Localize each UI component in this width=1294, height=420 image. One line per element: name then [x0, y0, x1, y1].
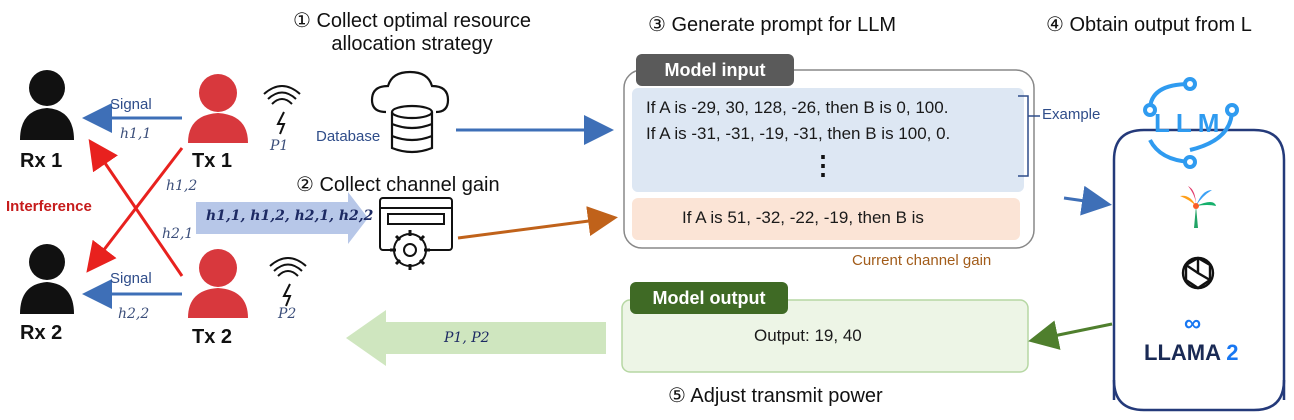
- prompt-query: If A is 51, -32, -22, -19, then B is: [682, 208, 924, 227]
- model-input-header: Model input: [636, 54, 794, 86]
- step1-title: ① Collect optimal resource allocation st…: [274, 8, 550, 56]
- tx1-person-icon: [188, 74, 248, 143]
- meta-icon: ∞: [1184, 310, 1202, 337]
- step1-line1: ① Collect optimal resource: [292, 10, 532, 32]
- query-box: [632, 198, 1020, 240]
- step4-title: ④ Obtain output from L: [1046, 14, 1252, 36]
- rx2-label: Rx 2: [20, 322, 63, 344]
- step3-title: ③ Generate prompt for LLM: [648, 14, 897, 36]
- example-box: [632, 88, 1024, 192]
- settings-window-icon: [379, 197, 453, 270]
- interference-arrow-2: [88, 139, 184, 277]
- gain-arrow: [196, 192, 368, 244]
- llm-to-output-arrow: [1028, 320, 1113, 350]
- rx1-label: Rx 1: [20, 150, 63, 172]
- output-panel: [621, 299, 1029, 373]
- p2-label: P2: [278, 306, 297, 322]
- llm-logo-text: LLM: [1154, 108, 1226, 138]
- power-arrow: [346, 310, 606, 366]
- example-label: Example: [1042, 106, 1101, 123]
- model-output-header: Model output: [630, 282, 788, 314]
- tx2-label: Tx 2: [192, 326, 233, 348]
- current-gain-label: Current channel gain: [852, 252, 992, 269]
- llama-version: 2: [1226, 340, 1239, 365]
- wireless-icon-tx1: [263, 85, 301, 135]
- prompt-example-2: If A is -31, -31, -19, -31, then B is 10…: [646, 124, 951, 143]
- tx2-person-icon: [188, 249, 248, 318]
- database-label: Database: [316, 128, 381, 145]
- llama-text: LLAMA: [1144, 340, 1221, 365]
- gain-values: h1,1, h1,2, h2,1, h2,2: [206, 208, 374, 224]
- signal-label-top: Signal: [110, 96, 152, 113]
- signal-label-bottom: Signal: [110, 270, 152, 287]
- h11-label: h1,1: [120, 126, 152, 142]
- prompt-example-1: If A is -29, 30, 128, -26, then B is 0, …: [646, 98, 949, 117]
- llm-logo-icon: [1143, 77, 1239, 169]
- step2-title: ② Collect channel gain: [296, 174, 500, 196]
- step5-title: ⑤ Adjust transmit power: [668, 385, 883, 407]
- openai-icon: [1181, 256, 1215, 290]
- h21-label: h2,1: [162, 226, 194, 242]
- rx1-person-icon: [20, 70, 74, 140]
- p1-label: P1: [270, 138, 289, 154]
- h12-label: h1,2: [166, 178, 198, 194]
- database-icon: [370, 70, 450, 154]
- llama2-label: LLAMA 2: [1144, 340, 1239, 366]
- wireless-icon-tx2: [269, 257, 307, 307]
- prompt-ellipsis: ⋮: [810, 150, 836, 180]
- model-output-text: Output: 19, 40: [754, 326, 862, 345]
- h22-label: h2,2: [118, 306, 150, 322]
- step1-line2: allocation strategy: [331, 33, 493, 55]
- gemma-icon: [1180, 186, 1216, 228]
- tx1-label: Tx 1: [192, 150, 233, 172]
- rx2-person-icon: [20, 244, 74, 314]
- power-values: P1, P2: [444, 330, 490, 346]
- prompt-to-llm-arrow: [1063, 185, 1112, 216]
- gain-to-prompt-arrow: [457, 206, 618, 240]
- example-bracket: [1018, 95, 1029, 177]
- llm-box: [1112, 128, 1286, 400]
- interference-label: Interference: [6, 198, 92, 215]
